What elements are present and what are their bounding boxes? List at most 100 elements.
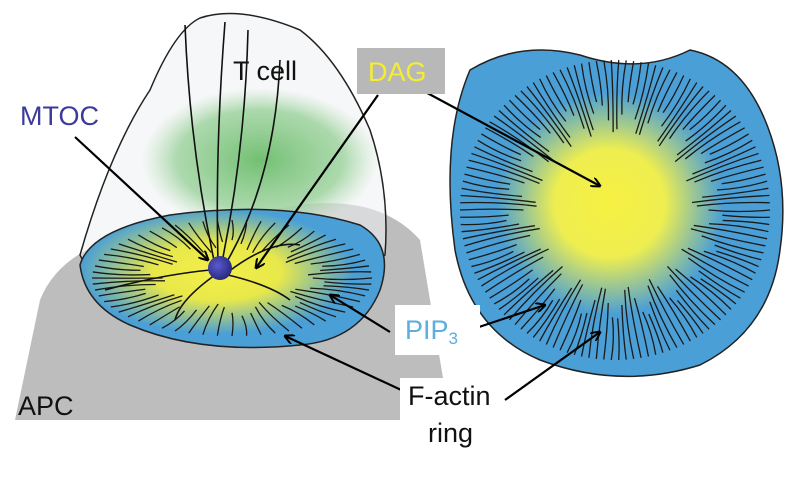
- actin-filament: [460, 219, 507, 226]
- factin-label-line2: ring: [428, 418, 474, 448]
- actin-filament: [94, 265, 141, 271]
- arrow-factin-right: [504, 332, 600, 401]
- actin-filament: [493, 115, 556, 163]
- actin-filament: [700, 278, 737, 305]
- actin-filament: [675, 268, 727, 316]
- actin-filament: [286, 238, 337, 259]
- factin-label-line1: F-actin: [408, 381, 491, 411]
- actin-filament: [477, 139, 522, 162]
- actin-filament: [588, 287, 603, 358]
- actin-filament: [708, 209, 771, 213]
- actin-filament: [710, 166, 764, 182]
- actin-filament: [471, 152, 543, 182]
- actin-filament: [92, 271, 151, 276]
- actin-filament: [685, 104, 727, 142]
- actin-filament: [94, 283, 156, 291]
- actin-filament: [149, 230, 178, 249]
- actin-filament: [110, 294, 159, 308]
- actin-filament: [526, 299, 554, 334]
- actin-filament: [137, 299, 182, 322]
- actin-filament: [312, 277, 373, 281]
- actin-filament: [310, 287, 366, 297]
- actin-filament: [520, 90, 565, 144]
- actin-filament: [514, 273, 562, 326]
- actin-filament: [624, 289, 635, 360]
- pip3-label-subscript: 3: [448, 329, 458, 348]
- actin-filament: [627, 60, 635, 103]
- actin-filament: [481, 248, 549, 287]
- actin-filament: [610, 317, 615, 361]
- actin-filament: [632, 62, 642, 105]
- actin-filament: [514, 94, 551, 134]
- actin-filament: [704, 139, 753, 164]
- actin-filament: [464, 173, 511, 185]
- actin-filament: [621, 60, 627, 115]
- actin-filament: [468, 244, 517, 261]
- arrow-pip3-left: [330, 295, 391, 333]
- actin-filament: [559, 299, 582, 351]
- actin-filament: [649, 301, 671, 351]
- actin-filament: [489, 121, 550, 163]
- actin-filament: [559, 69, 585, 129]
- actin-filament: [692, 146, 756, 175]
- actin-filament: [603, 303, 609, 360]
- actin-filament: [603, 60, 610, 121]
- actin-filament: [471, 250, 514, 268]
- actin-filament: [676, 300, 704, 334]
- actin-filament: [202, 303, 219, 335]
- actin-filament: [691, 194, 770, 204]
- actin-filament: [252, 222, 276, 253]
- actin-filament: [595, 288, 607, 359]
- actin-filament: [621, 304, 627, 360]
- actin-filament: [188, 222, 212, 253]
- pip3-label: PIP3: [405, 317, 458, 348]
- actin-filament: [188, 305, 210, 334]
- actin-filament: [127, 295, 183, 318]
- actin-filament: [526, 86, 572, 147]
- actin-filament: [110, 248, 173, 265]
- actin-filament: [552, 284, 584, 348]
- actin-filament: [566, 67, 592, 137]
- actin-filament: [702, 187, 769, 198]
- actin-filament: [669, 274, 716, 326]
- actin-filament: [532, 298, 561, 338]
- actin-filament: [580, 299, 596, 357]
- actin-filament: [481, 133, 522, 156]
- actin-filament: [694, 159, 762, 183]
- actin-filament: [324, 281, 372, 285]
- actin-filament: [698, 270, 741, 299]
- actin-filament: [477, 248, 542, 281]
- actin-filament: [287, 230, 315, 248]
- actin-filament: [474, 251, 525, 274]
- actin-filament: [721, 173, 766, 185]
- arrow-dag-right: [417, 87, 600, 186]
- actin-filament: [666, 265, 722, 321]
- actin-filament: [461, 223, 520, 233]
- actin-filament: [566, 313, 583, 353]
- actin-filament: [709, 133, 749, 155]
- actin-filament: [682, 94, 716, 131]
- green-region: [142, 88, 378, 232]
- actin-filament: [647, 285, 678, 348]
- actin-filament: [294, 248, 354, 265]
- actin-filament: [98, 288, 146, 297]
- actin-filament: [700, 127, 745, 155]
- actin-filament: [462, 225, 536, 240]
- actin-filament: [638, 67, 664, 135]
- actin-filament: [323, 285, 370, 291]
- actin-filament: [466, 166, 525, 184]
- actin-filament: [696, 201, 770, 207]
- actin-filament: [714, 244, 762, 261]
- actin-filament: [532, 82, 571, 138]
- actin-filament: [104, 253, 159, 266]
- actin-filament: [459, 208, 524, 211]
- t-cell-label: T cell: [233, 56, 298, 86]
- actin-filament: [281, 304, 315, 326]
- actin-filament: [137, 234, 171, 252]
- actin-filament: [295, 288, 361, 303]
- arrow-mtoc: [74, 136, 208, 260]
- actin-filament: [493, 278, 530, 305]
- actin-filament: [647, 69, 671, 124]
- actin-filament: [118, 294, 175, 313]
- actin-filament: [657, 72, 678, 113]
